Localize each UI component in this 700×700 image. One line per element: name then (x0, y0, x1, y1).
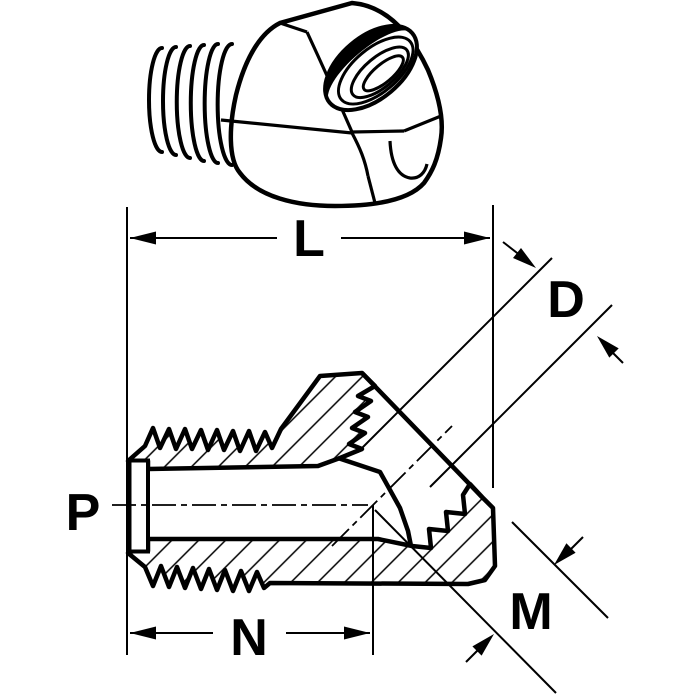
label-L: L (293, 210, 325, 268)
dimension-labels: L D P N M (66, 210, 585, 667)
dimension-L (130, 231, 490, 245)
section-upper-wall (125, 370, 378, 472)
port-runout-edge (337, 455, 414, 547)
centerlines (112, 425, 453, 547)
label-P: P (66, 484, 101, 542)
label-D: D (547, 271, 585, 329)
threaded-opening (323, 23, 419, 113)
dimensions (126, 205, 624, 694)
angled-port-face-edge (360, 371, 484, 499)
male-thread-ridges (147, 42, 234, 167)
label-M: M (509, 583, 552, 641)
dimension-D (357, 241, 624, 488)
opening-shadow-crescent (325, 25, 413, 103)
section-view (112, 370, 498, 594)
pictorial-view (147, 0, 444, 209)
left-face-plate (127, 458, 150, 554)
label-N: N (230, 609, 268, 667)
angled-centerline (331, 425, 453, 547)
dimension-M (374, 509, 609, 694)
dimension-N (130, 626, 370, 640)
section-lower-wall (125, 481, 498, 594)
